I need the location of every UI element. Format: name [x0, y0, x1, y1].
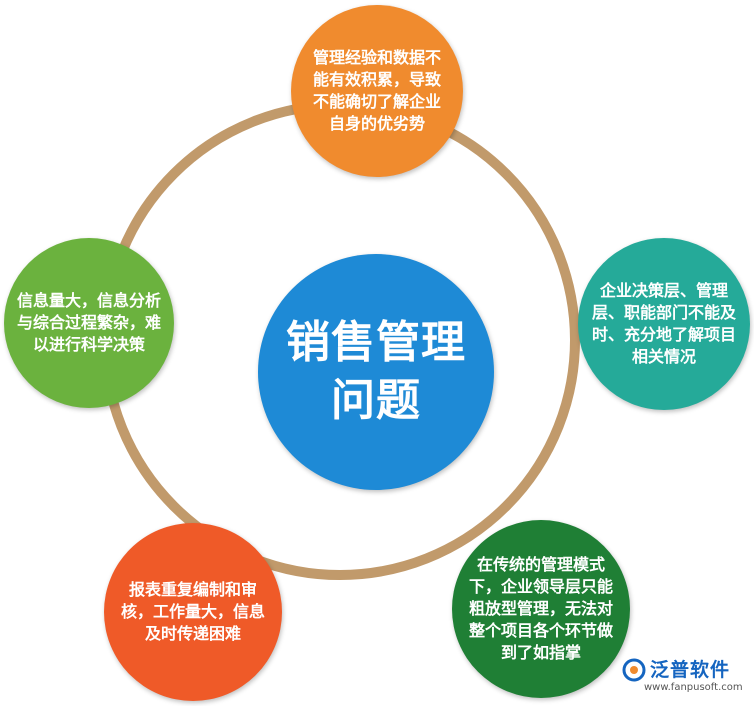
node-bottom-right-text: 在传统的管理模式下，企业领导层只能粗放型管理，无法对整个项目各个环节做到了如指掌	[468, 555, 613, 662]
logo-url: www.fanpusoft.com	[644, 682, 743, 693]
brand-logo: 泛普软件 www.fanpusoft.com	[622, 655, 748, 699]
node-right-text: 企业决策层、管理层、职能部门不能及时、充分地了解项目相关情况	[591, 281, 736, 366]
node-top-text: 管理经验和数据不能有效积累，导致不能确切了解企业自身的优劣势	[312, 48, 441, 133]
center-circle: 销售管理问题	[258, 254, 494, 490]
node-bottom-left-text: 报表重复编制和审核，工作量大，信息及时传递困难	[120, 580, 265, 643]
node-bottom-right: 在传统的管理模式下，企业领导层只能粗放型管理，无法对整个项目各个环节做到了如指掌	[452, 520, 630, 698]
node-top: 管理经验和数据不能有效积累，导致不能确切了解企业自身的优劣势	[291, 5, 463, 177]
node-left-text: 信息量大，信息分析与综合过程繁杂，难以进行科学决策	[16, 291, 161, 354]
logo-mark-icon	[622, 658, 646, 682]
node-left: 信息量大，信息分析与综合过程繁杂，难以进行科学决策	[4, 238, 174, 408]
node-bottom-left: 报表重复编制和审核，工作量大，信息及时传递困难	[104, 523, 282, 701]
logo-name: 泛普软件	[650, 659, 731, 681]
center-title: 销售管理问题	[286, 317, 466, 426]
node-right: 企业决策层、管理层、职能部门不能及时、充分地了解项目相关情况	[578, 238, 750, 410]
